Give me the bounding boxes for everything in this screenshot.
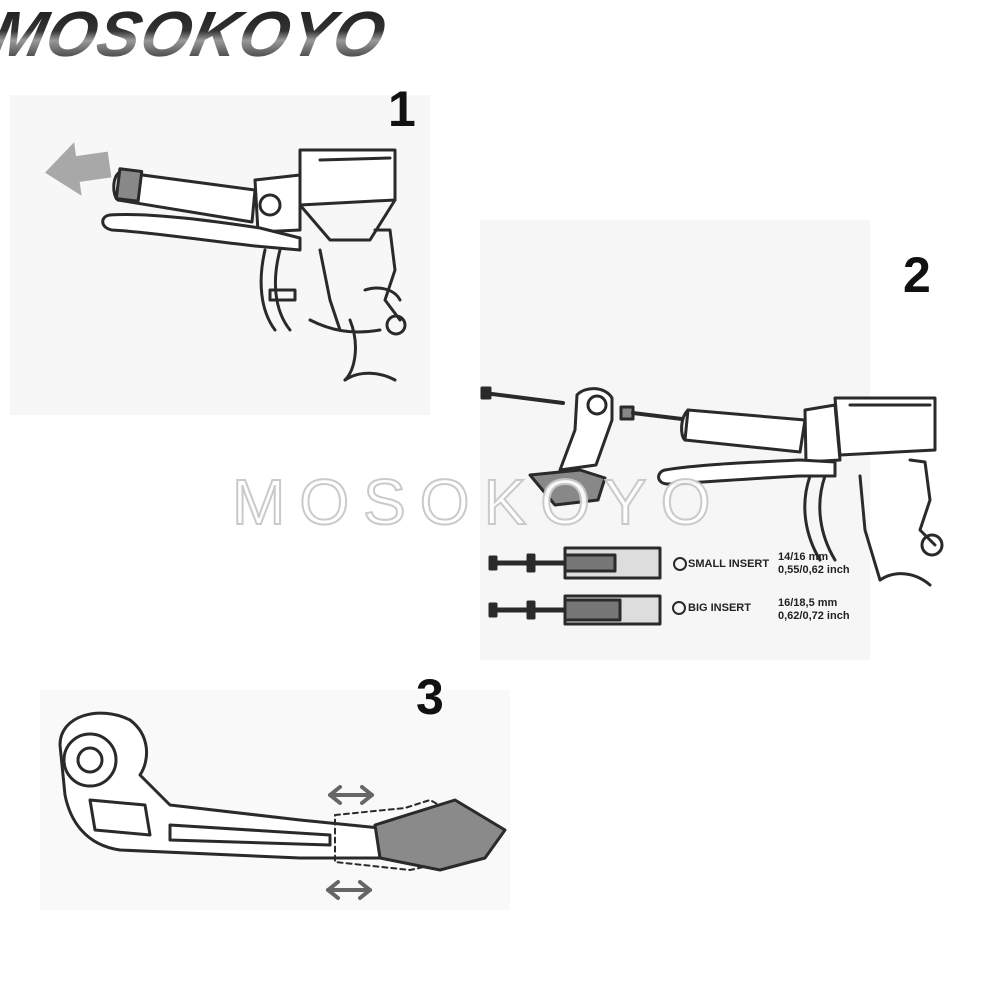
- scan-patch-1: [10, 95, 430, 415]
- big-insert-diagram: [488, 594, 662, 626]
- double-arrow-icon: [328, 785, 374, 805]
- step-number-1: 1: [388, 81, 416, 137]
- big-insert-size-inch: 0,62/0,72 inch: [778, 610, 850, 622]
- circle-icon: [672, 601, 686, 615]
- small-insert-size-mm: 14/16 mm: [778, 551, 829, 563]
- circle-icon: [673, 557, 687, 571]
- small-insert-size-inch: 0,55/0,62 inch: [778, 564, 850, 576]
- arrow-left-icon: [45, 142, 112, 196]
- small-insert-spec: 14/16 mm 0,55/0,62 inch: [778, 551, 850, 577]
- big-insert-spec: 16/18,5 mm 0,62/0,72 inch: [778, 597, 850, 623]
- small-insert-diagram: [488, 546, 662, 580]
- big-insert-size-mm: 16/18,5 mm: [778, 597, 838, 609]
- step-number-3: 3: [416, 669, 444, 725]
- small-insert-label: SMALL INSERT: [688, 558, 770, 570]
- brand-logo: MOSOKOYO: [0, 0, 393, 70]
- big-insert-label: BIG INSERT: [688, 602, 751, 614]
- step-number-2: 2: [903, 247, 931, 303]
- double-arrow-icon: [326, 880, 372, 900]
